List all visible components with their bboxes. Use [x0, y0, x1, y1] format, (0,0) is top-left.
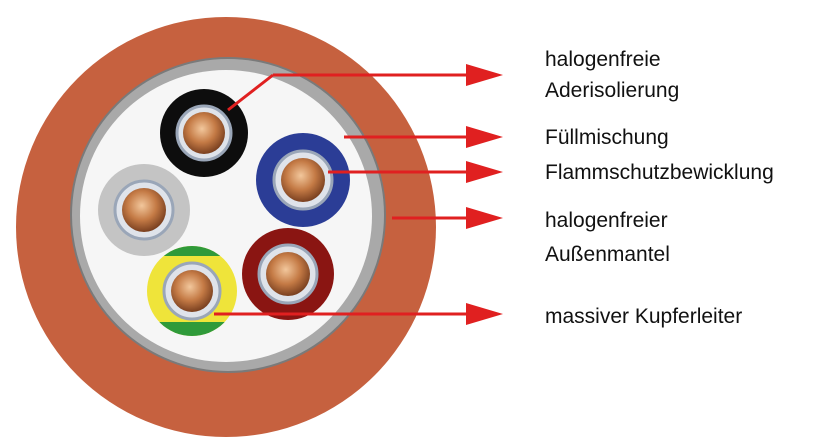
- core-blue: [256, 133, 350, 227]
- label-sheath-line2: Außenmantel: [545, 243, 670, 266]
- pointer-arrow-insulation: [227, 64, 503, 112]
- label-conductor: massiver Kupferleiter: [545, 305, 743, 328]
- pointer-arrow-filler: [344, 126, 503, 148]
- label-flame-wrap: Flammschutzbewicklung: [545, 161, 774, 184]
- label-filler: Füllmischung: [545, 126, 669, 149]
- pointer-arrow-conductor: [214, 303, 503, 325]
- core-grey: [98, 164, 190, 256]
- label-sheath-line1: halogenfreier: [545, 209, 668, 232]
- core-black: [160, 89, 248, 177]
- pointer-arrow-flame-wrap: [328, 161, 503, 183]
- label-insulation-line2: Aderisolierung: [545, 79, 680, 102]
- core-brown: [242, 228, 334, 320]
- label-insulation-line1: halogenfreie: [545, 48, 661, 71]
- pointer-arrow-sheath: [392, 207, 503, 229]
